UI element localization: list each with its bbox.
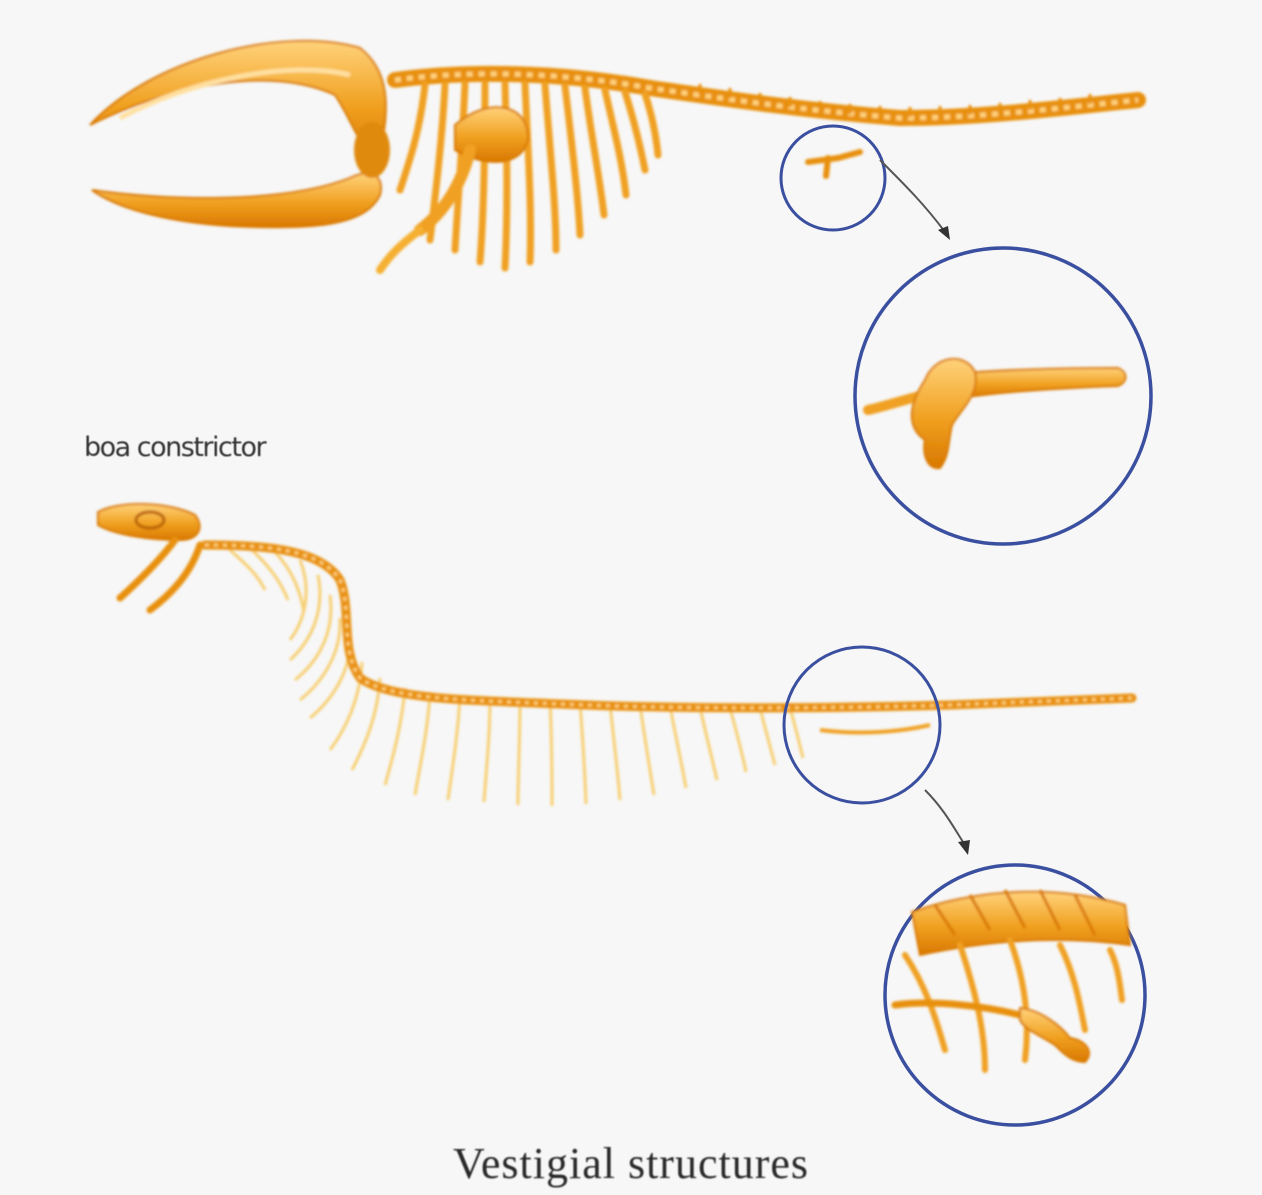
snake-pelvis-enlarged: [895, 890, 1130, 1070]
whale-zoom-arrow: [880, 160, 945, 232]
whale-ribs: [400, 84, 658, 268]
snake-skeleton: [98, 504, 1132, 806]
whale-zoom-circle: [855, 248, 1151, 544]
whale-pelvis-circle: [781, 126, 885, 230]
snake-jaw: [120, 540, 175, 598]
whale-lower-jaw: [92, 173, 381, 227]
snake-skull: [98, 504, 200, 540]
snake-pelvis-circle: [784, 647, 940, 803]
whale-skeleton: [90, 41, 1138, 270]
whale-pelvis-small: [808, 152, 860, 176]
snake-ribs: [225, 545, 803, 806]
whale-upper-jaw: [90, 41, 386, 160]
snake-spine: [205, 545, 1132, 708]
whale-pelvis-enlarged: [868, 359, 1126, 468]
snake-zoom-arrow: [925, 790, 965, 845]
snake-label: boa constrictor: [84, 432, 265, 463]
diagram-caption: Vestigial structures: [0, 1138, 1262, 1189]
